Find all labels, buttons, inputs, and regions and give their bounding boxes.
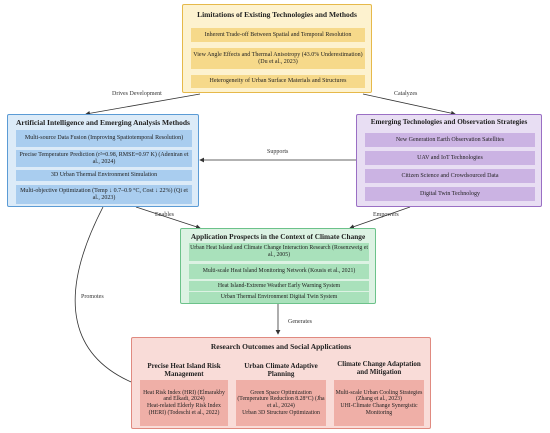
label-generates: Generates	[288, 319, 312, 325]
emerging-tech-item: Digital Twin Technology	[365, 187, 535, 201]
prospects-item: Multi-scale Heat Island Monitoring Netwo…	[189, 264, 369, 279]
prospects-item: Urban Heat Island and Climate Change Int…	[189, 243, 369, 261]
ai-methods-item: 3D Urban Thermal Environment Simulation	[16, 170, 192, 181]
limitations-item: Inherent Trade-off Between Spatial and T…	[191, 28, 365, 42]
ai-methods-item: Multi-source Data Fusion (Improving Spat…	[16, 130, 192, 147]
edge-catalyzes	[362, 93, 456, 116]
limitations-title: Limitations of Existing Technologies and…	[197, 10, 357, 19]
prospects-title: Application Prospects in the Context of …	[190, 232, 366, 241]
label-catalyzes: Catalyzes	[394, 91, 418, 97]
ai-methods-item: Precise Temperature Prediction (r²=0.98,…	[16, 150, 192, 167]
outcomes-column-item: UHI-Climate Change Synergistic Monitorin…	[340, 403, 418, 416]
outcomes-column-body: Green Space Optimization (Temperature Re…	[236, 380, 326, 426]
outcomes-title: Research Outcomes and Social Application…	[210, 342, 352, 351]
outcomes-column-item: Heat-related Elderly Risk Index (HERI) (…	[147, 403, 221, 416]
ai-methods-box: Artificial Intelligence and Emerging Ana…	[7, 114, 199, 207]
limitations-box: Limitations of Existing Technologies and…	[182, 4, 372, 93]
prospects-item: Heat Island-Extreme Weather Early Warnin…	[189, 281, 369, 291]
outcomes-column-item: Urban 3D Structure Optimization	[242, 409, 320, 416]
limitations-item: View Angle Effects and Thermal Anisotrop…	[191, 48, 365, 69]
emerging-tech-box: Emerging Technologies and Observation St…	[356, 114, 542, 207]
label-supports: Supports	[267, 149, 289, 155]
prospects-item: Urban Thermal Environment Digital Twin S…	[189, 292, 369, 303]
edge-promotes	[74, 206, 142, 387]
edge-empowers	[349, 206, 411, 229]
emerging-tech-title: Emerging Technologies and Observation St…	[370, 118, 528, 126]
outcomes-column-body: Multi-scale Urban Cooling Strategies (Zh…	[334, 380, 424, 426]
edge-enables	[135, 206, 201, 230]
ai-methods-title: Artificial Intelligence and Emerging Ana…	[16, 118, 190, 127]
outcomes-column-body: Heat Risk Index (HRI) (Elmarakby and Elk…	[140, 380, 228, 426]
outcomes-box: Research Outcomes and Social Application…	[131, 337, 431, 429]
emerging-tech-item: UAV and IoT Technologies	[365, 151, 535, 165]
edge-drives-development	[85, 93, 201, 116]
label-drives-development: Drives Development	[112, 91, 162, 97]
label-empowers: Empowers	[373, 212, 399, 218]
label-promotes: Promotes	[81, 294, 104, 300]
outcomes-column-title: Urban Climate Adaptive Planning	[244, 362, 318, 379]
outcomes-column-item: Heat Risk Index (HRI) (Elmarakby and Elk…	[143, 389, 225, 403]
emerging-tech-item: Citizen Science and Crowdsourced Data	[365, 169, 535, 183]
outcomes-column-title: Climate Change Adaptation and Mitigation	[337, 360, 421, 377]
outcomes-column-item: Multi-scale Urban Cooling Strategies (Zh…	[335, 389, 423, 403]
outcomes-column-title: Precise Heat Island Risk Management	[147, 362, 221, 379]
emerging-tech-item: New Generation Earth Observation Satelli…	[365, 133, 535, 147]
label-enables: Enables	[155, 212, 174, 218]
limitations-item: Heterogeneity of Urban Surface Materials…	[191, 75, 365, 88]
prospects-box: Application Prospects in the Context of …	[180, 228, 376, 304]
outcomes-column-item: Green Space Optimization (Temperature Re…	[237, 389, 325, 409]
ai-methods-item: Multi-objective Optimization (Temp ↓ 0.7…	[16, 185, 192, 204]
